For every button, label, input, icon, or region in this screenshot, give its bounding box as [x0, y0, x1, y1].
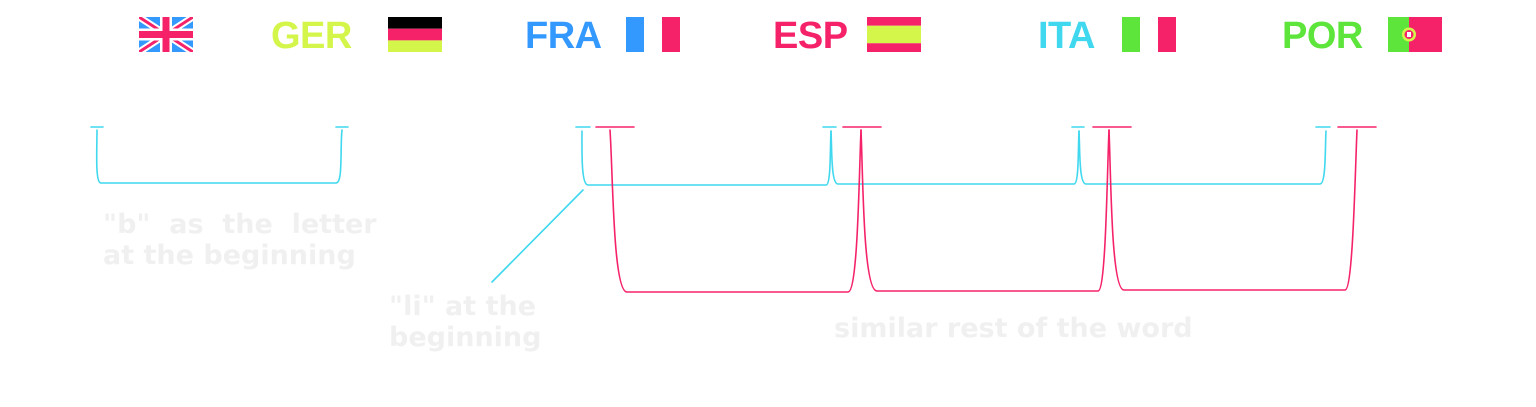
annotation-b-line-2: at the beginning	[103, 240, 356, 271]
france-flag-icon	[626, 17, 680, 52]
annotation-li-line-1: "li" at the	[389, 291, 537, 322]
rest-bracket-ita-por	[1108, 129, 1358, 291]
language-code-ger: GER	[271, 15, 352, 57]
language-code-fra: FRA	[525, 15, 602, 57]
language-code-por: POR	[1282, 15, 1363, 57]
italy-flag-icon	[1122, 17, 1176, 52]
germany-flag-icon	[388, 17, 442, 52]
annotation-li-beginning: "li" at the beginning	[389, 291, 541, 353]
li-bracket-fra-esp	[581, 130, 832, 186]
li-bracket-ita-por	[1078, 130, 1327, 185]
language-code-ita: ITA	[1038, 15, 1095, 57]
language-code-esp: ESP	[773, 15, 848, 57]
li-pointer	[491, 189, 584, 283]
uk-flag-icon	[139, 17, 193, 52]
annotation-b-letter: "b" as the letter at the beginning	[103, 209, 377, 271]
annotation-b-line-1: "b" as the letter	[103, 209, 377, 240]
rest-bracket-esp-ita	[860, 129, 1110, 292]
li-bracket-esp-ita	[830, 130, 1080, 185]
spain-flag-icon	[867, 17, 921, 52]
annotation-similar-rest: similar rest of the word	[834, 313, 1193, 344]
b-bracket	[90, 126, 349, 184]
portugal-flag-icon	[1388, 17, 1442, 52]
annotation-li-line-2: beginning	[389, 322, 542, 353]
rest-bracket-fra-esp	[609, 129, 862, 293]
